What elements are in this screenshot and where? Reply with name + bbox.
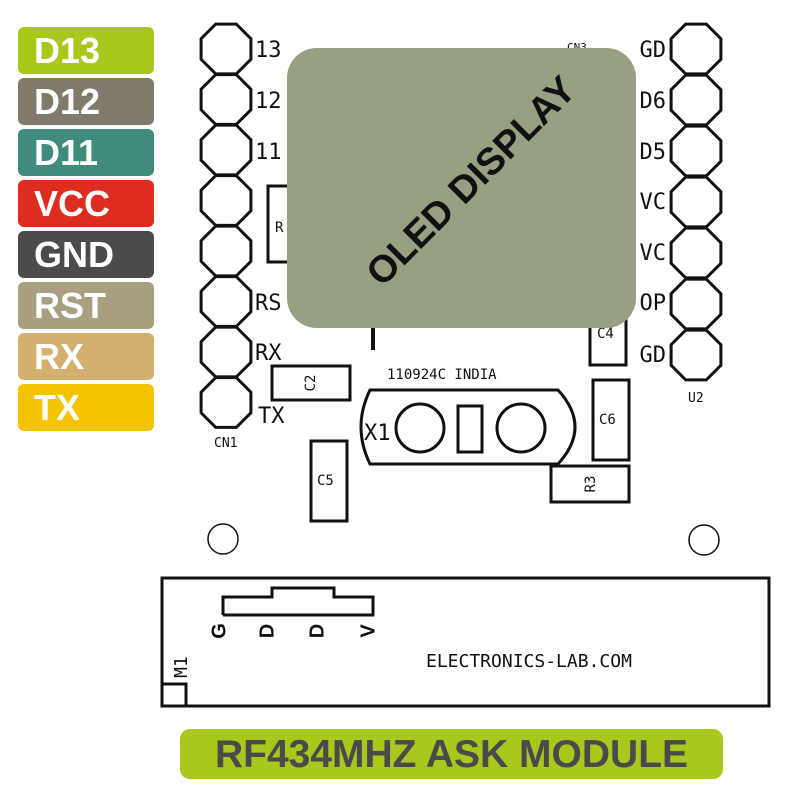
r3-label: R3 (583, 476, 599, 493)
cn1-pin-label: 12 (255, 89, 282, 114)
oled-display (287, 48, 636, 328)
x1-body (456, 404, 484, 454)
c2-outline (270, 364, 352, 402)
legend-d12: D12 (18, 78, 154, 125)
u2-pad (669, 226, 723, 280)
u2-name: U2 (688, 391, 704, 406)
u2-pin-label: D6 (640, 89, 667, 114)
u2-pin-label: VC (640, 190, 667, 215)
legend-rst: RST (18, 282, 154, 329)
c5-label: C5 (317, 473, 334, 489)
legend-tx: TX (18, 384, 154, 431)
u2-pad (669, 22, 723, 76)
brand-text: ELECTRONICS-LAB.COM (426, 651, 632, 672)
mounting-hole (207, 523, 239, 555)
rf-module-pin1-marker (160, 682, 188, 708)
rf-pin-label: D (306, 624, 328, 638)
legend-vcc: VCC (18, 180, 154, 227)
r3-outline (549, 464, 631, 504)
rf-module-outline (160, 576, 771, 708)
u2-pin-label: GD (640, 38, 667, 63)
u2-pad (669, 124, 723, 178)
legend-d13: D13 (18, 27, 154, 74)
legend-rx: RX (18, 333, 154, 380)
u2-pin-label: VC (640, 241, 667, 266)
u2-pin-label: D5 (640, 140, 667, 165)
module-title: RF434MHZ ASK MODULE (214, 733, 689, 776)
legend-gnd: GND (18, 231, 154, 278)
cn1-pin-label: 11 (255, 140, 282, 165)
cn1-pin-label: RX (255, 341, 282, 366)
u2-pin-label: GD (640, 343, 667, 368)
u2-pad (669, 175, 723, 229)
rf-pin-label: D (256, 624, 278, 638)
c2-label: C2 (303, 375, 319, 392)
x1-pad (495, 402, 547, 454)
cn1-pad (199, 123, 253, 177)
rf-module-header (221, 586, 375, 617)
cn1-labels: 13 12 11 RS RX TX CN1 (214, 38, 285, 451)
u2-pad (669, 328, 723, 382)
c4-label: C4 (597, 326, 614, 342)
cn1-pad (199, 376, 253, 429)
u2-header (669, 22, 723, 382)
c5-outline (309, 439, 349, 523)
resistor-label: R (275, 220, 284, 236)
cn1-name: CN1 (214, 436, 237, 451)
pin-legend: D13 D12 D11 VCC GND RST RX TX (18, 27, 154, 435)
cn1-header (199, 22, 253, 429)
x1-label: X1 (364, 421, 391, 446)
rf-pin-label: G (208, 623, 230, 639)
cn1-pad (199, 73, 253, 126)
u2-pin-label: OP (640, 291, 667, 316)
cn1-pad (199, 224, 253, 278)
module-title-banner: RF434MHZ ASK MODULE (180, 729, 723, 779)
crystal-marking: 110924C INDIA (387, 367, 497, 383)
cn1-pin-label: RS (255, 291, 282, 316)
cn1-pad (199, 174, 253, 227)
cn1-pad (199, 275, 253, 328)
component-lead (371, 322, 375, 350)
rf-module-name: M1 (171, 656, 192, 678)
cn1-pad (199, 22, 253, 76)
u2-pad (669, 277, 723, 331)
mounting-hole (688, 524, 720, 556)
cn1-pad (199, 325, 253, 379)
rf-pin-label: V (357, 624, 379, 638)
legend-d11: D11 (18, 129, 154, 176)
cn1-pin-label: TX (258, 404, 285, 429)
x1-outline (359, 388, 577, 466)
u2-labels: CN3 GD D6 D5 VC VC OP GD U2 (567, 38, 704, 406)
x1-pad (394, 402, 446, 454)
u2-pad (669, 73, 723, 127)
cn1-pin-label: 13 (255, 38, 282, 63)
c6-outline (591, 378, 631, 462)
c6-label: C6 (599, 412, 616, 428)
